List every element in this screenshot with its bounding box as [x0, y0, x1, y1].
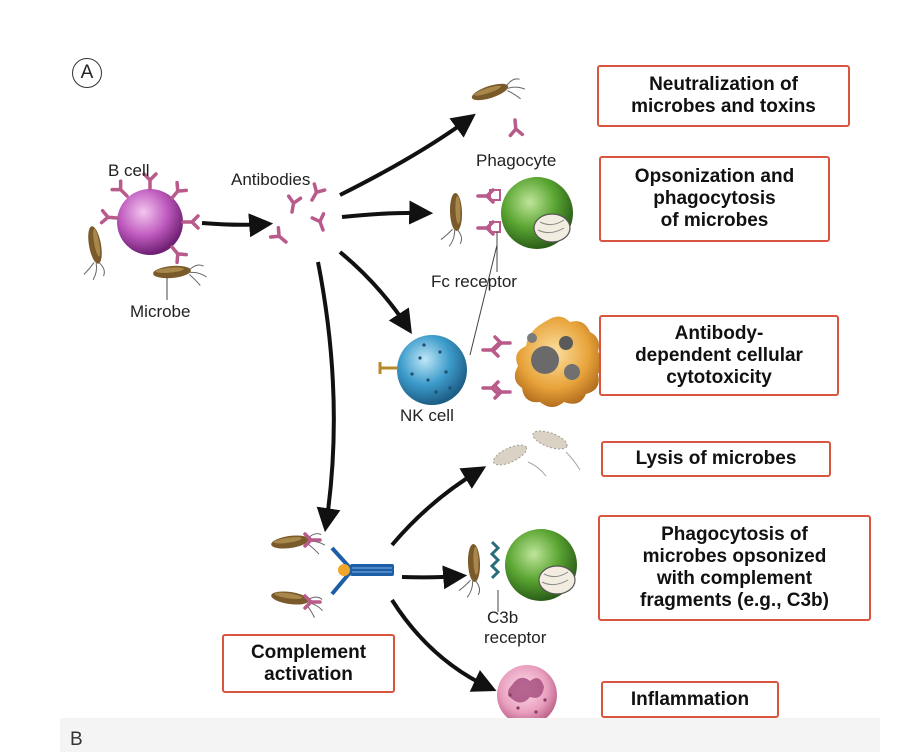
next-panel-strip [60, 718, 880, 752]
lysed-microbe-icon [492, 430, 581, 477]
b-cell-label: B cell [108, 161, 150, 180]
phagocyte-label: Phagocyte [476, 151, 557, 170]
receptor-label: receptor [484, 628, 547, 647]
arrow-to-c3b-phagocytosis [401, 565, 468, 590]
arrow-to-antibodies [201, 213, 274, 238]
nk-cell-label: NK cell [400, 406, 454, 425]
antibody-icon [268, 182, 331, 249]
c3b-phagocyte-icon [456, 529, 577, 601]
opsonized-microbe-icon [438, 188, 501, 248]
arrow-to-inflammation [390, 598, 497, 692]
lysis-box: Lysis of microbes [601, 441, 831, 477]
arrow-to-lysis [390, 466, 487, 547]
arrow-to-opsonization [341, 200, 434, 225]
arrow-to-adcc [338, 250, 412, 335]
neutralization-microbe-icon [469, 75, 528, 138]
microbe-label: Microbe [130, 302, 191, 321]
complement-phagocytosis-box: Phagocytosis of microbes opsonized with … [598, 515, 871, 621]
opsonization-box: Opsonization and phagocytosis of microbe… [599, 156, 830, 242]
fc-receptor-label: Fc receptor [431, 272, 517, 291]
c3b-label: C3b [487, 608, 519, 627]
complement-activation-box: Complement activation [222, 634, 395, 693]
inflammation-box: Inflammation [601, 681, 779, 718]
next-panel-letter: B [70, 729, 83, 750]
complement-icon [268, 530, 394, 620]
inflammatory-cell-icon [497, 665, 557, 725]
neutralization-box: Neutralization of microbes and toxins [597, 65, 850, 127]
nk-fc-pointer-line [469, 244, 498, 356]
adcc-box: Antibody- dependent cellular cytotoxicit… [599, 315, 839, 396]
arrows [201, 113, 497, 692]
arrow-to-complement [316, 261, 341, 533]
phagocyte-icon [501, 177, 573, 249]
nk-cell-icon [378, 335, 467, 405]
antibodies-label: Antibodies [231, 170, 311, 189]
arrow-to-neutralization [339, 113, 476, 197]
infected-cell-icon [481, 316, 603, 407]
panel-letter: A [72, 58, 102, 88]
b-cell-icon [99, 172, 200, 265]
